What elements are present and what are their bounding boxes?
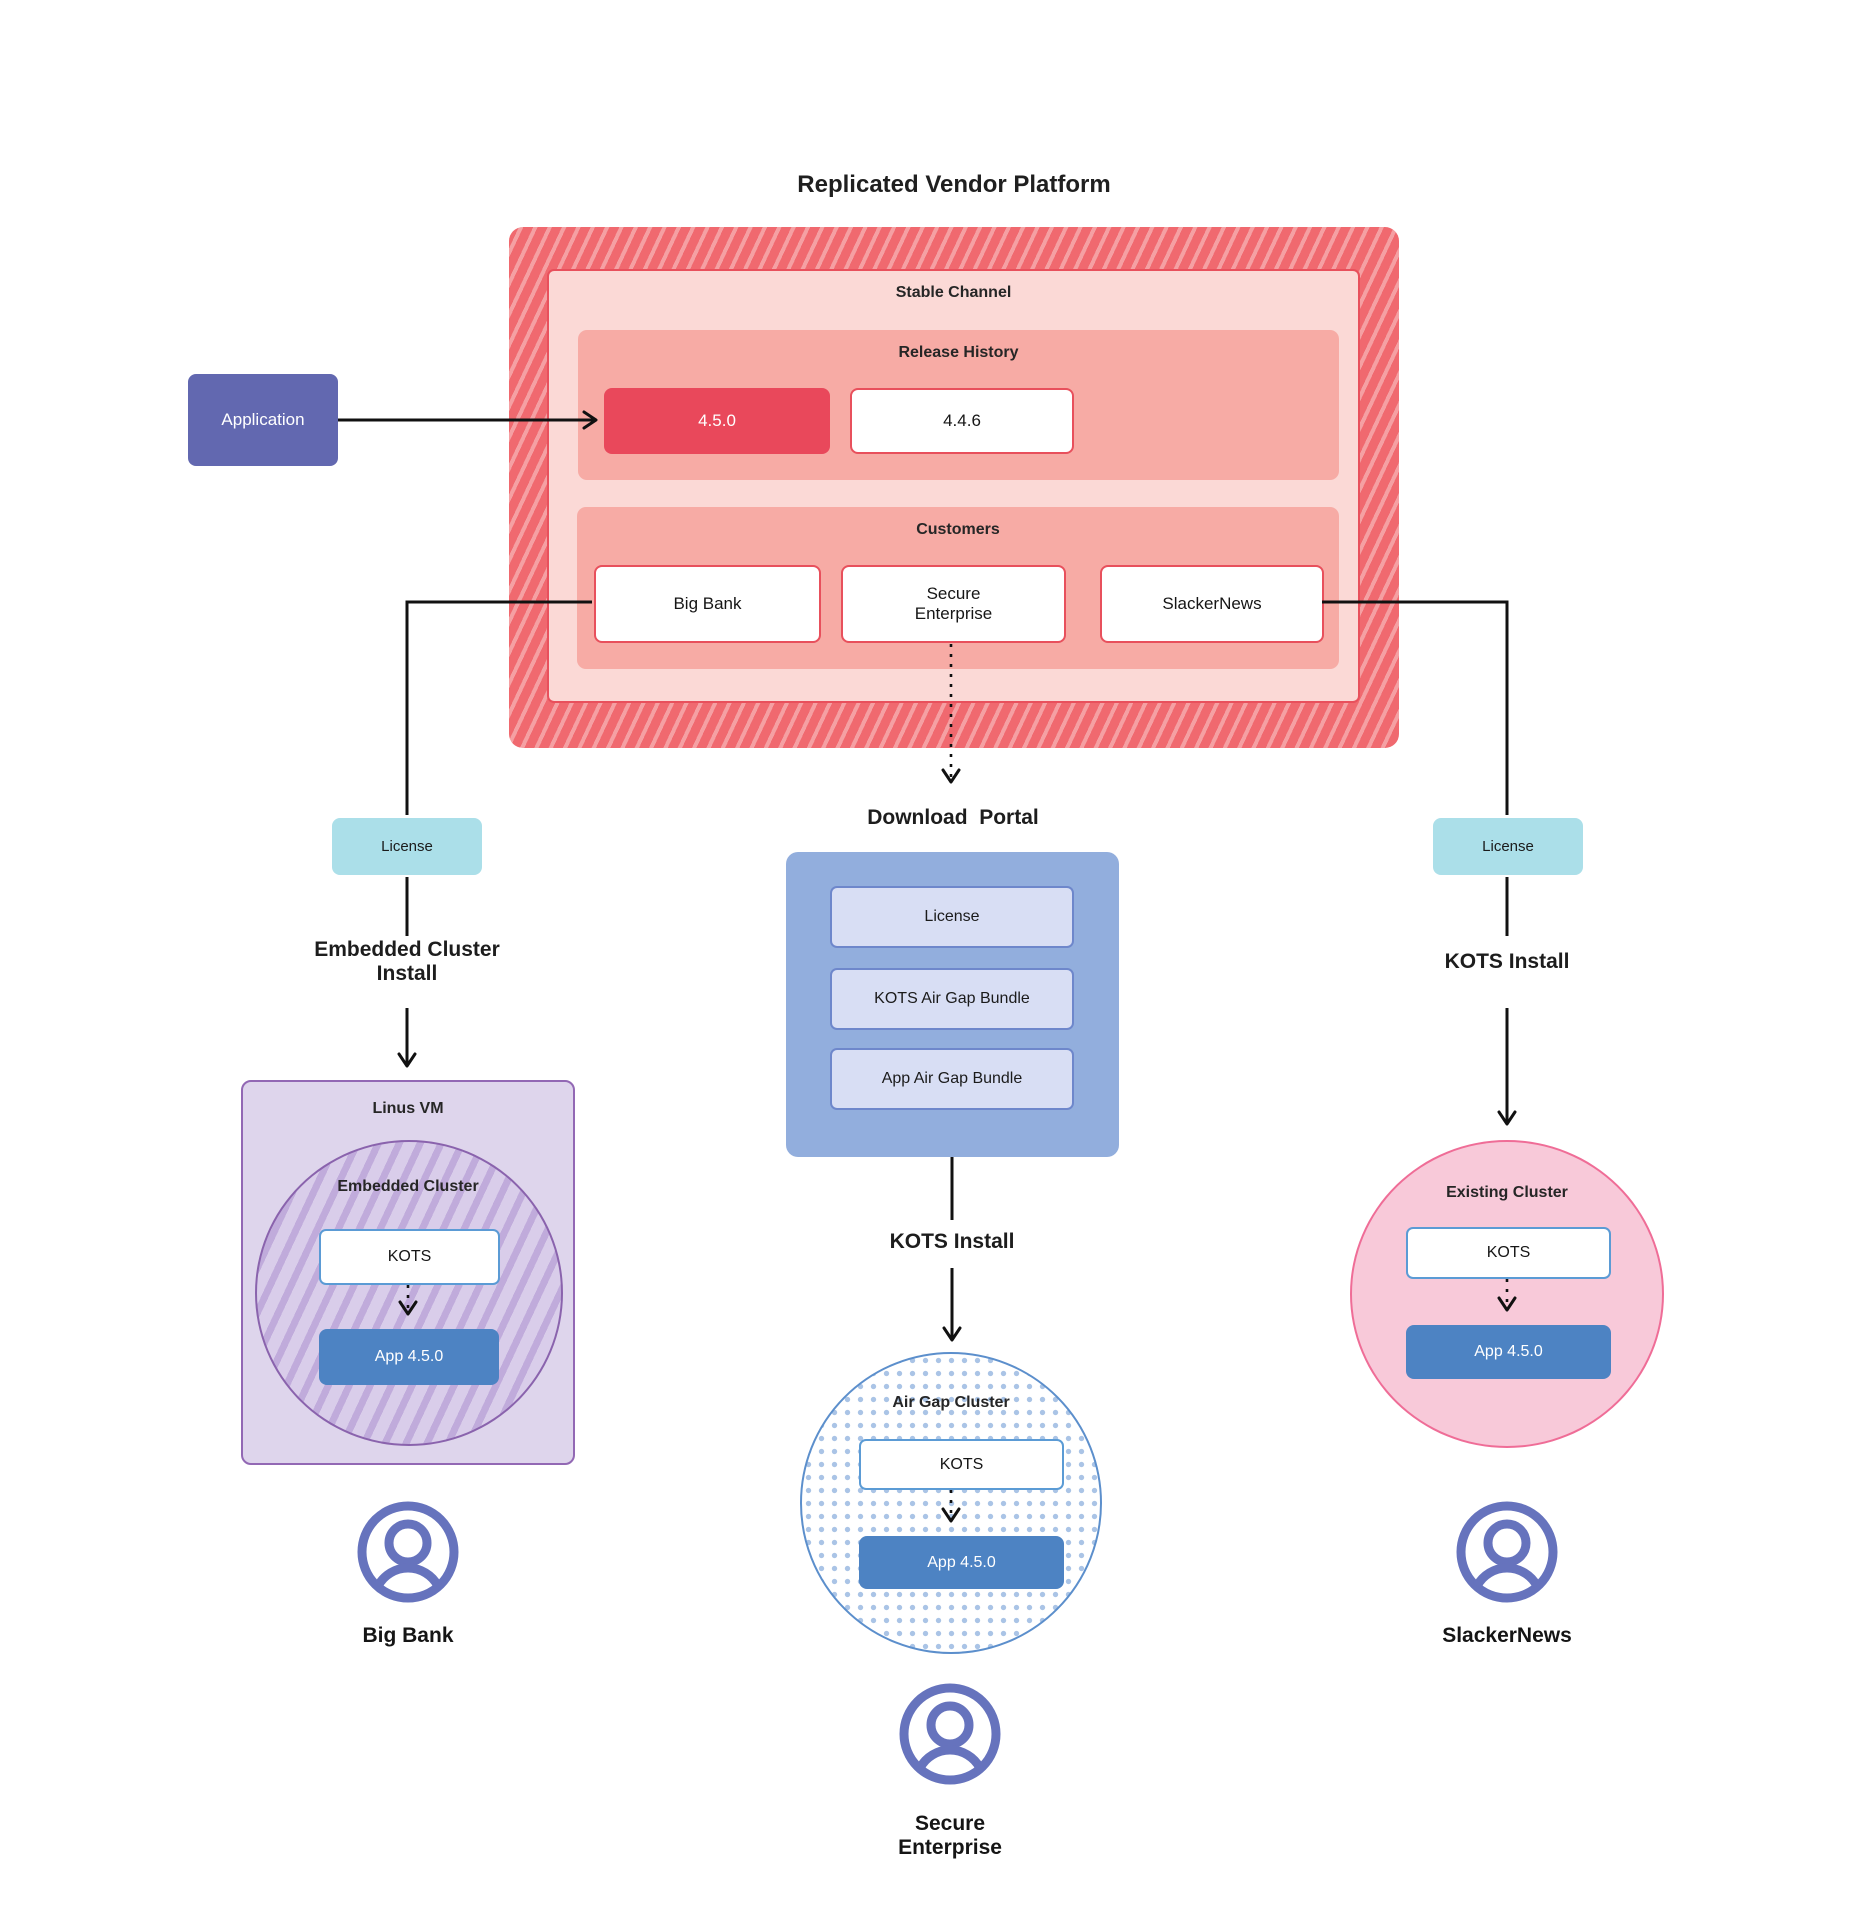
- person-icon: [357, 1501, 459, 1603]
- stable-channel-label: Stable Channel: [895, 284, 1012, 301]
- portal-item-app-airgap-bundle: App Air Gap Bundle: [830, 1048, 1074, 1110]
- airgap-cluster-label: Air Gap Cluster: [892, 1394, 1010, 1411]
- portal-item-kots-airgap-bundle: KOTS Air Gap Bundle: [830, 968, 1074, 1030]
- portal-item-license: License: [830, 886, 1074, 948]
- kots-install-label-mid: KOTS Install: [889, 1230, 1015, 1253]
- license-node-left: License: [332, 818, 482, 875]
- customer-node-big-bank: Big Bank: [594, 565, 821, 643]
- customer-name: SlackerNews: [1162, 594, 1262, 613]
- existing-cluster-circle: Existing Cluster KOTS App 4.5.0: [1350, 1140, 1664, 1448]
- persona-label-secure-enterprise: Secure Enterprise: [898, 1812, 1002, 1859]
- existing-kots-node: KOTS: [1406, 1227, 1611, 1279]
- embedded-kots-node: KOTS: [319, 1229, 500, 1285]
- airgap-app-node: App 4.5.0: [859, 1536, 1064, 1589]
- existing-app-node: App 4.5.0: [1406, 1325, 1611, 1379]
- person-icon: [899, 1683, 1001, 1785]
- linus-vm-box: Linus VM Embedded Cluster KOTS App 4.5.0: [241, 1080, 575, 1465]
- customer-node-secure-enterprise: Secure Enterprise: [841, 565, 1066, 643]
- download-portal-label: Download Portal: [867, 806, 1039, 829]
- vendor-platform-box: Stable Channel Release History 4.5.0 4.4…: [509, 227, 1399, 748]
- diagram-title: Replicated Vendor Platform: [797, 171, 1111, 198]
- application-node: Application: [188, 374, 338, 466]
- embedded-cluster-label: Embedded Cluster: [337, 1178, 479, 1195]
- release-node-previous: 4.4.6: [850, 388, 1074, 454]
- customers-label: Customers: [916, 521, 1000, 538]
- person-icon: [1456, 1501, 1558, 1603]
- kots-install-label-right: KOTS Install: [1444, 950, 1570, 973]
- release-history-box: Release History 4.5.0 4.4.6: [578, 330, 1339, 480]
- customers-box: Customers Big Bank Secure Enterprise Sla…: [577, 507, 1339, 669]
- airgap-cluster-circle: Air Gap Cluster KOTS App 4.5.0: [800, 1352, 1102, 1654]
- airgap-kots-node: KOTS: [859, 1439, 1064, 1490]
- release-history-label: Release History: [898, 344, 1019, 361]
- customer-node-slackernews: SlackerNews: [1100, 565, 1324, 643]
- embedded-app-node: App 4.5.0: [319, 1329, 499, 1385]
- license-node-right: License: [1433, 818, 1583, 875]
- existing-cluster-label: Existing Cluster: [1446, 1184, 1568, 1201]
- linus-vm-label: Linus VM: [372, 1100, 444, 1117]
- customer-name: Secure Enterprise: [914, 584, 993, 623]
- customer-name: Big Bank: [673, 594, 742, 613]
- embedded-cluster-install-label: Embedded Cluster Install: [314, 938, 500, 985]
- persona-label-slackernews: SlackerNews: [1442, 1624, 1572, 1647]
- download-portal-box: License KOTS Air Gap Bundle App Air Gap …: [786, 852, 1119, 1157]
- stable-channel-box: Stable Channel Release History 4.5.0 4.4…: [547, 269, 1360, 703]
- release-node-current: 4.5.0: [604, 388, 830, 454]
- persona-label-big-bank: Big Bank: [362, 1624, 454, 1647]
